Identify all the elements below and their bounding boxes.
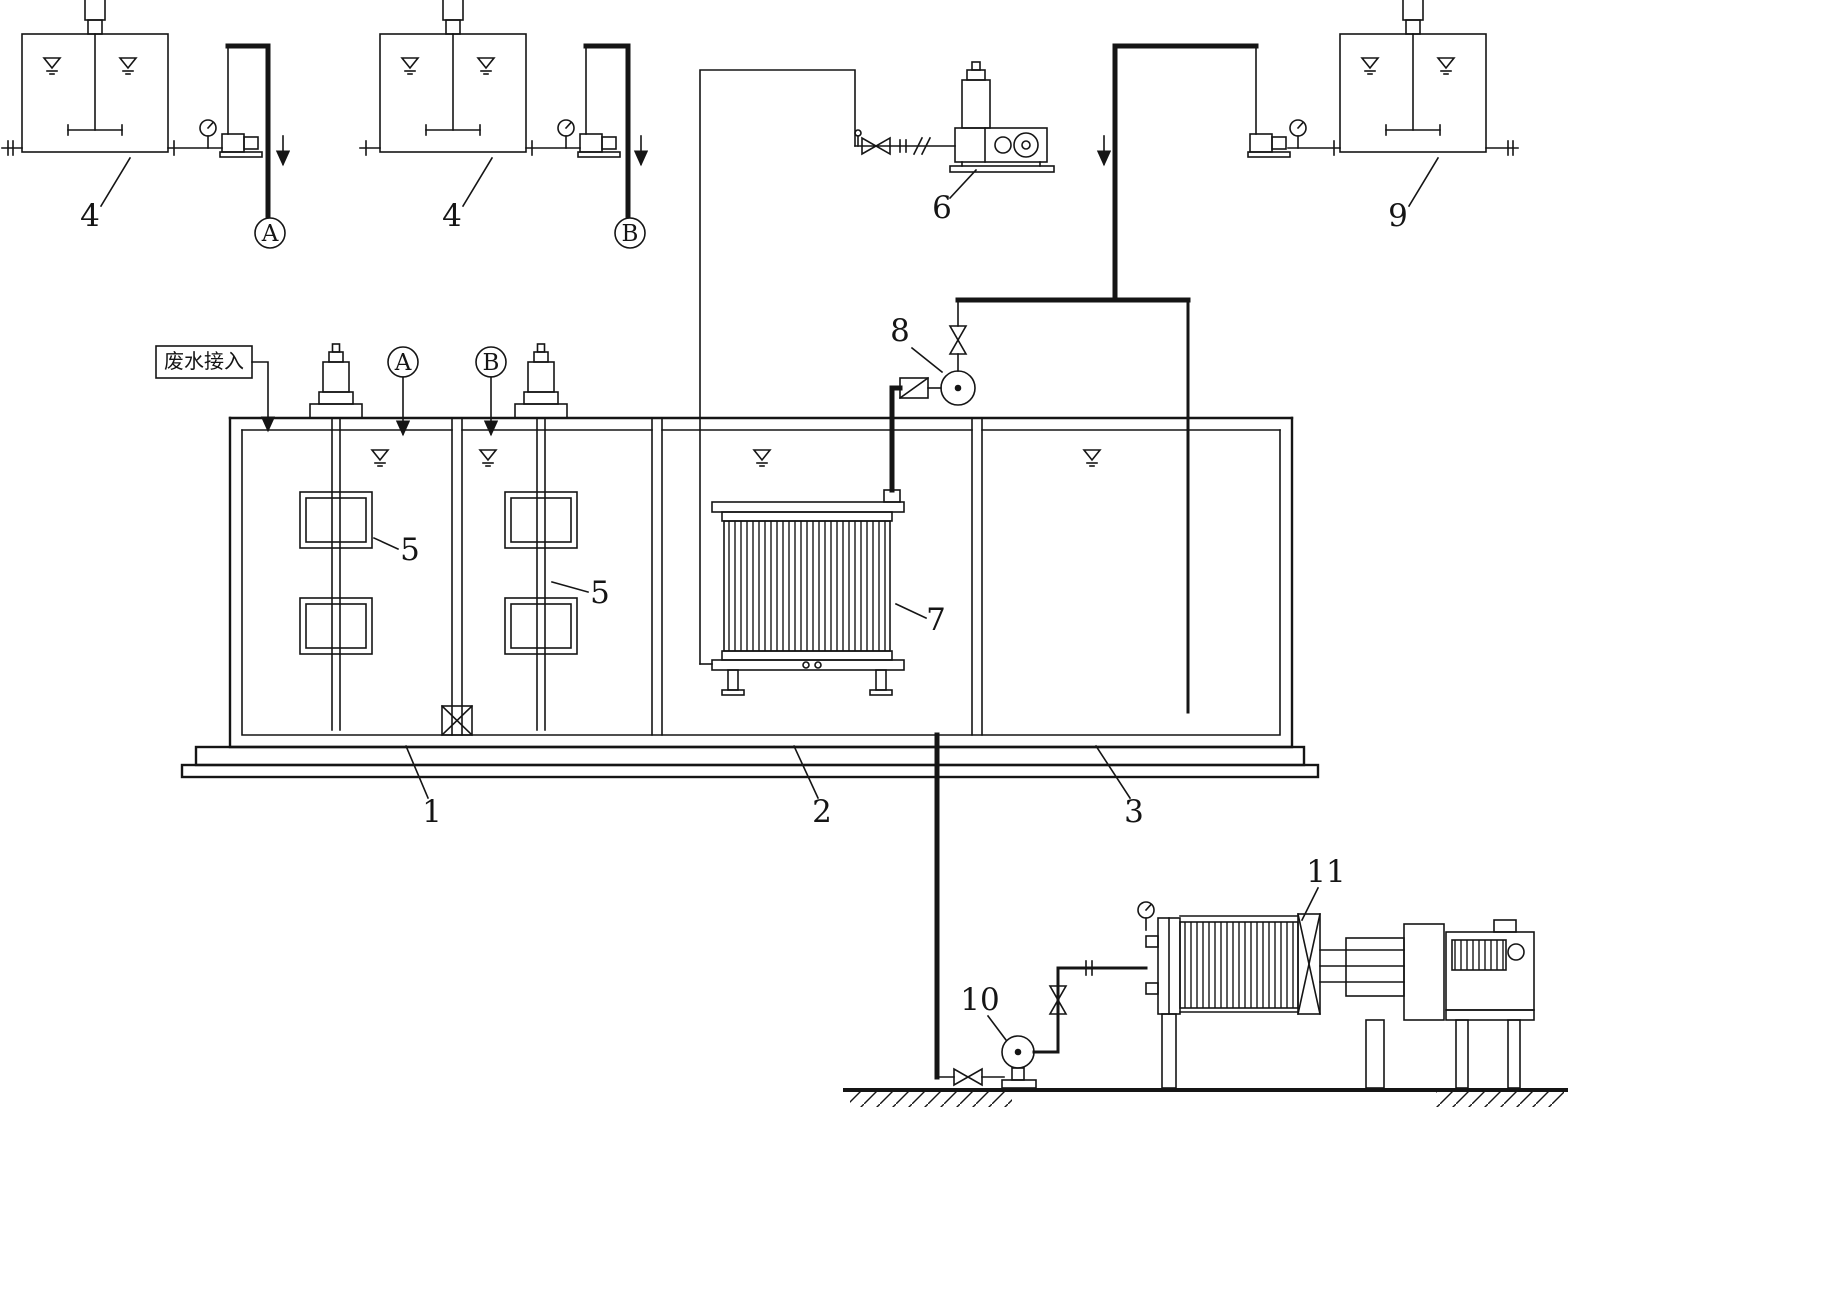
label-dose-a: A [394, 350, 412, 376]
press-tail-stand [1403, 923, 1445, 1021]
label-tank-b: 4 [442, 198, 462, 234]
label-membrane: 7 [926, 602, 946, 638]
ground [843, 1088, 1568, 1107]
wastewater-inlet-box: 废水接入 [155, 345, 276, 433]
tank-foundation [180, 763, 1320, 779]
pump-8-valve-icon [948, 325, 968, 355]
label-zone-1: 1 [422, 794, 442, 830]
dosing-tank-a-group: A 4 [1, 0, 291, 249]
label-mixer-a: 5 [400, 532, 420, 568]
label-source-b: B [622, 221, 639, 247]
suction-pump-8-group: 8 [889, 297, 1191, 714]
press-plate-pack [1179, 921, 1299, 1009]
label-dose-b: B [483, 350, 500, 376]
pipe-chem-a [225, 43, 271, 219]
press-movable-head [1297, 913, 1321, 1015]
storage-tank-9-group: 9 [1096, 0, 1519, 303]
label-press-11: 11 [1306, 854, 1345, 890]
mixer-a-group: 5 [299, 343, 420, 731]
pipe-press-feed [1032, 966, 1148, 1054]
dose-point-b: B [475, 346, 507, 437]
label-pump-8: 8 [890, 313, 910, 349]
press-cylinder [1345, 937, 1405, 997]
connector-b-source [614, 217, 646, 249]
sludge-pump-10-group: 10 [934, 732, 1148, 1089]
label-zone-3: 3 [1124, 794, 1144, 830]
filter-press-group: 11 [1137, 854, 1535, 1089]
inlet-arrow [251, 361, 276, 433]
dosing-tank-b-group: B 4 [359, 0, 649, 249]
membrane-module-group: 7 [711, 489, 946, 696]
pipe-air [699, 69, 856, 665]
pipe-backwash [1112, 43, 1259, 303]
label-inlet: 废水接入 [164, 349, 244, 373]
label-tank-a: 4 [80, 198, 100, 234]
label-pump-10: 10 [960, 982, 999, 1018]
baffle-opening [440, 704, 474, 737]
label-mixer-b: 5 [590, 575, 610, 611]
dosing-pump-a [219, 133, 263, 158]
mixer-b-group: 5 [504, 343, 610, 731]
tank-base [194, 745, 1306, 767]
dose-point-a: A [387, 346, 419, 437]
pipe-permeate [889, 385, 903, 493]
pipe-chem-b [583, 43, 631, 219]
blower-group: 6 [699, 61, 1055, 665]
label-blower: 6 [932, 190, 952, 226]
label-zone-2: 2 [812, 794, 832, 830]
label-source-a: A [261, 221, 279, 247]
main-tank-group: 1 2 3 [180, 416, 1320, 830]
sludge-valve-icon [953, 1068, 983, 1086]
dosing-pump-b [577, 133, 621, 158]
connector-a-source [254, 217, 286, 249]
backwash-pump [1247, 133, 1291, 158]
label-tank-9: 9 [1388, 198, 1408, 234]
